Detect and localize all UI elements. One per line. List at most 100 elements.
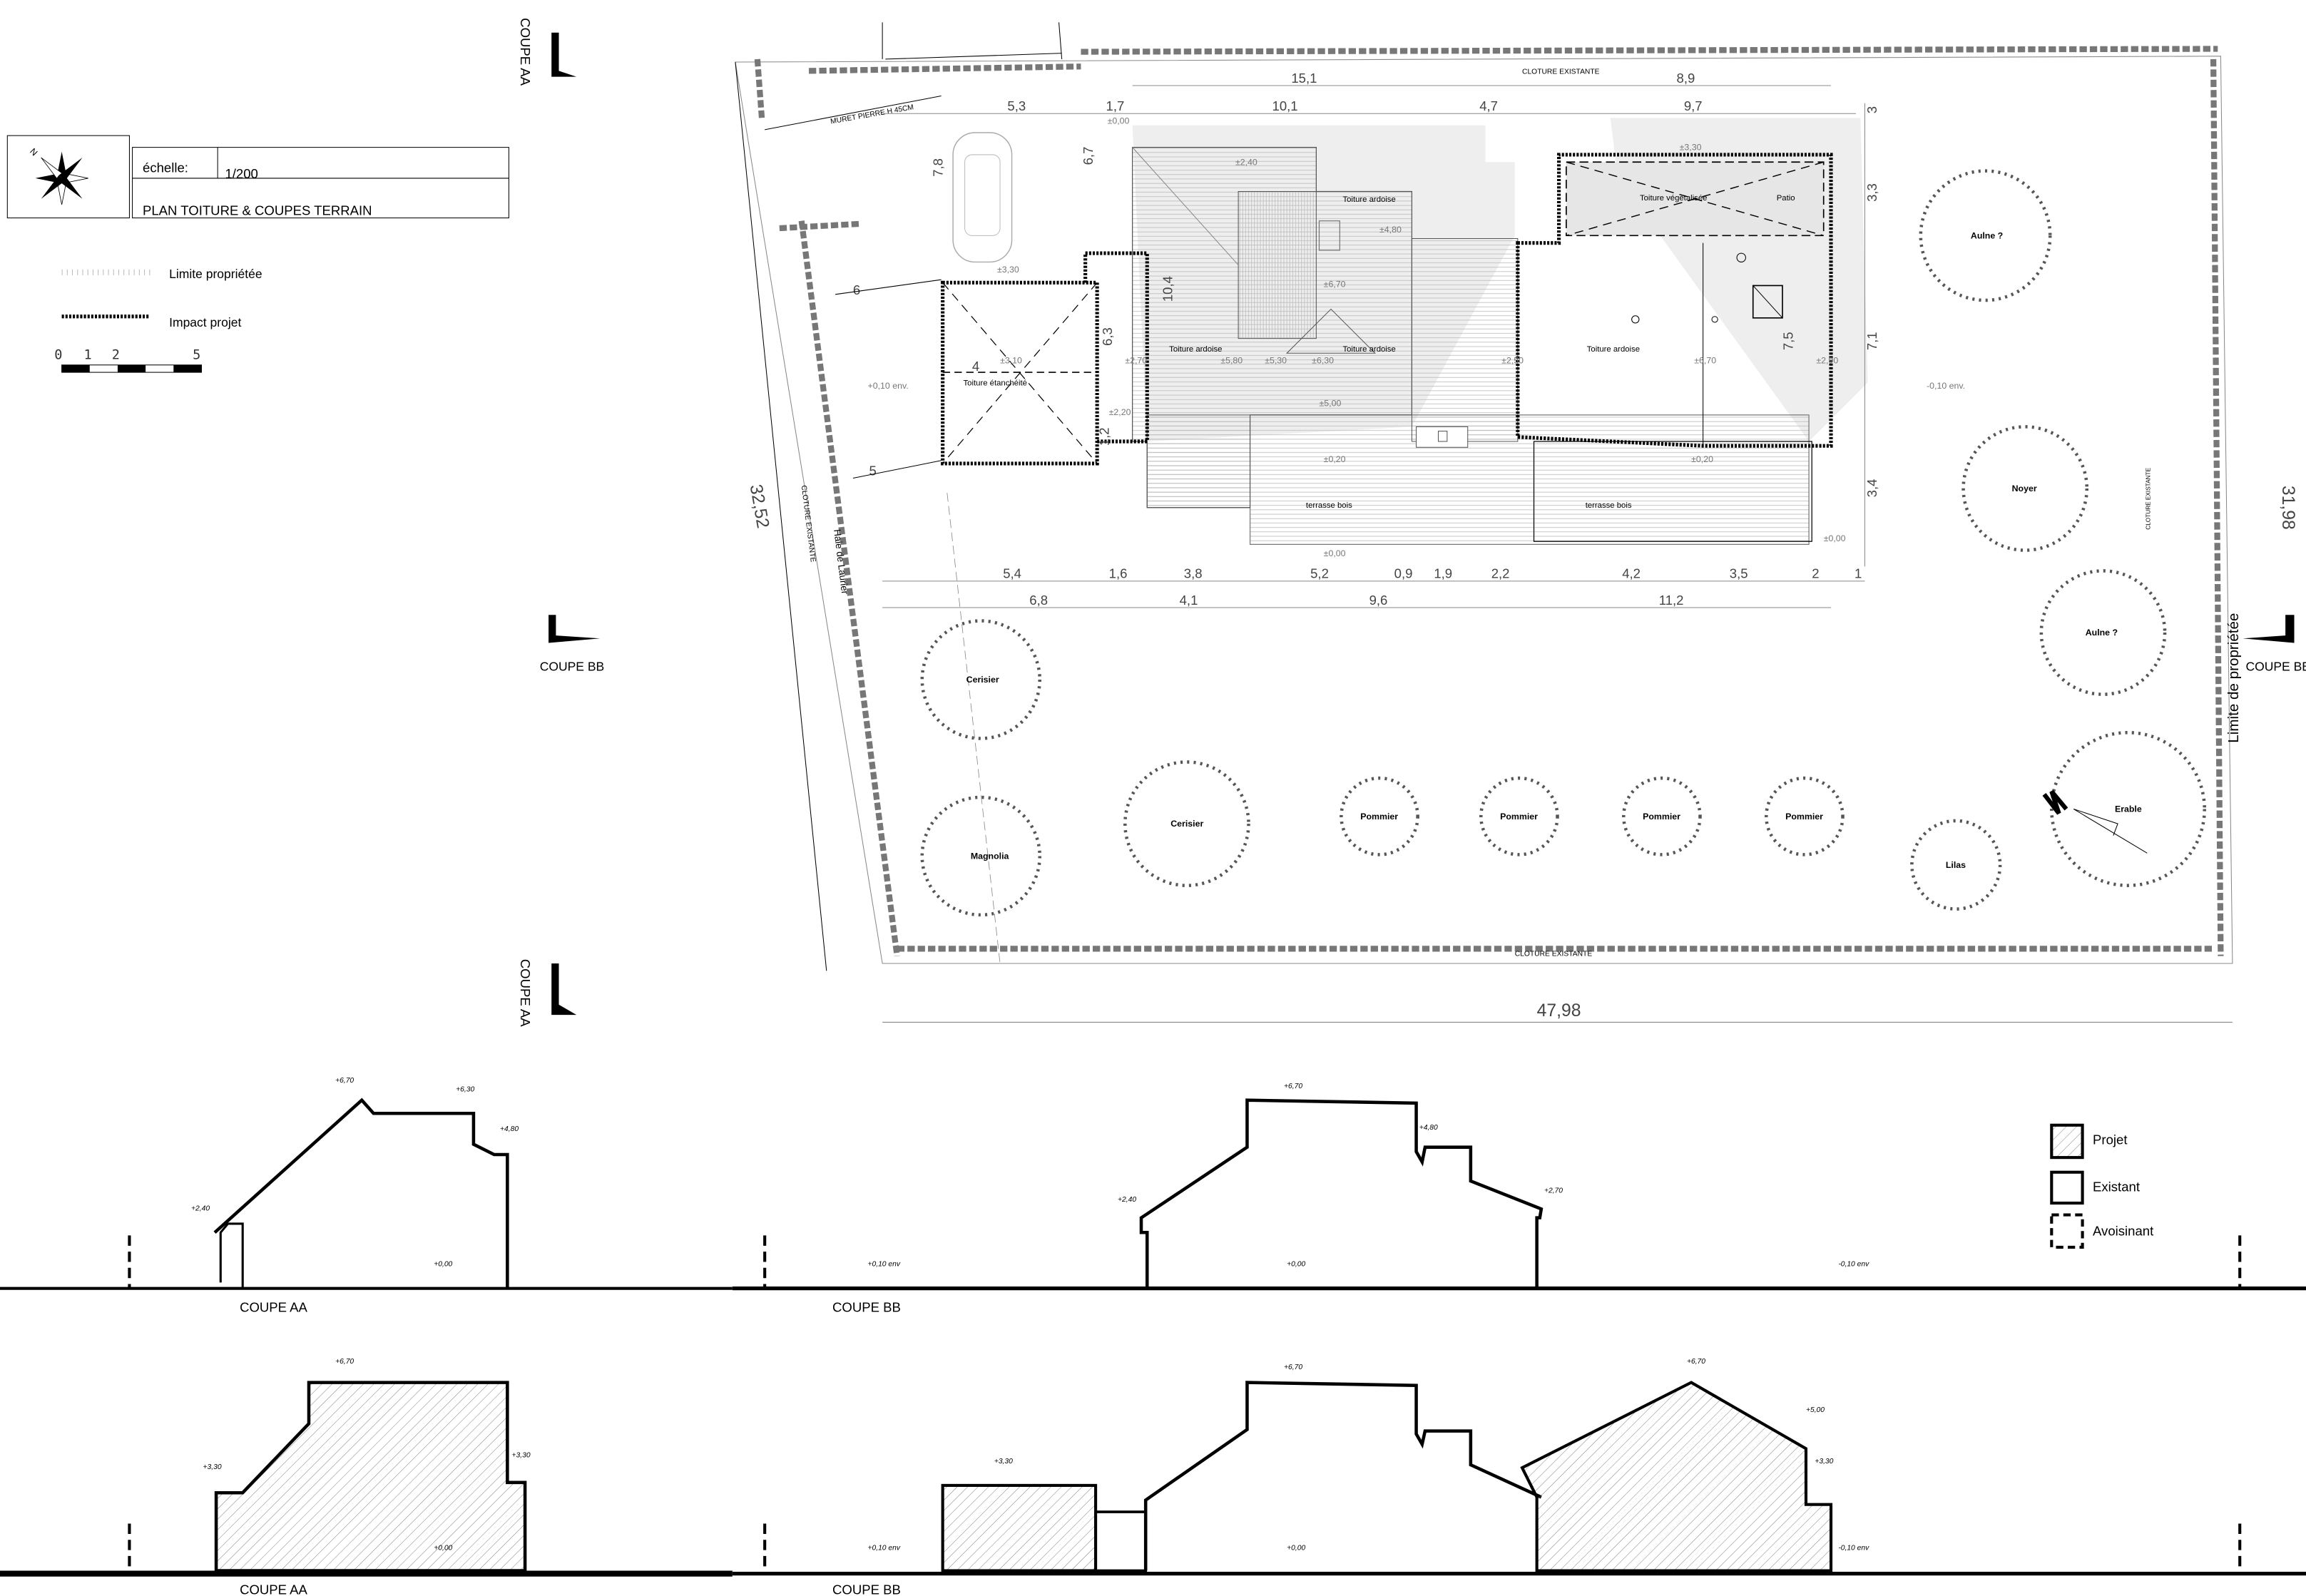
tree: Noyer (1961, 425, 2089, 552)
svg-text:6,8: 6,8 (1029, 593, 1048, 608)
svg-text:Pommier: Pommier (1785, 812, 1823, 822)
tree: Erable (2050, 730, 2206, 887)
tree: Aulne ? (1919, 169, 2052, 302)
svg-text:1: 1 (1855, 566, 1862, 581)
svg-text:±0,00: ±0,00 (1824, 533, 1846, 543)
svg-text:±2,20: ±2,20 (1109, 407, 1131, 417)
svg-text:10,4: 10,4 (1160, 276, 1175, 302)
tree: Magnolia (920, 795, 1042, 917)
svg-text:Pommier: Pommier (1500, 812, 1538, 822)
site-plan: MURET PIERRE H 45CM CLOTURE EXISTANTE CL… (735, 22, 2297, 1023)
svg-text:+6,70: +6,70 (335, 1077, 354, 1085)
svg-text:1,7: 1,7 (1106, 98, 1125, 113)
section-marker-bb-right: COUPE BB (2243, 615, 2306, 674)
roof-label: Toiture ardoise (1342, 195, 1395, 204)
svg-text:2,2: 2,2 (1491, 566, 1510, 581)
svg-text:8,9: 8,9 (1677, 71, 1695, 86)
existing-swatch (2050, 1170, 2084, 1205)
svg-text:±3,30: ±3,30 (997, 265, 1019, 275)
legend-neighbour: Avoisinant (2093, 1223, 2154, 1238)
section-marker-bb-left: COUPE BB (540, 615, 604, 674)
fence-top (1081, 46, 2218, 55)
svg-text:1,9: 1,9 (1434, 566, 1452, 581)
svg-text:±5,30: ±5,30 (1265, 356, 1287, 366)
scale-label: échelle: (143, 160, 188, 175)
svg-text:Cerisier: Cerisier (1170, 819, 1203, 829)
svg-text:+4,80: +4,80 (1419, 1124, 1438, 1132)
svg-text:COUPE AA: COUPE AA (518, 18, 533, 86)
section-legend: Projet Existant Avoisinant (2050, 1123, 2154, 1249)
existing-house-roof (1132, 147, 1519, 508)
svg-text:±5,00: ±5,00 (1319, 399, 1341, 409)
svg-text:+4,80: +4,80 (500, 1125, 519, 1133)
property-boundary (735, 56, 2233, 964)
section-aa-project: +6,70 +3,30 +3,30 +0,00 COUPE AA (0, 1358, 733, 1596)
svg-text:Lilas: Lilas (1946, 860, 1966, 870)
hedge-left (798, 220, 900, 957)
svg-text:3,3: 3,3 (1864, 183, 1879, 202)
svg-text:6: 6 (853, 282, 860, 297)
legend-property-limit: Limite propriétée (169, 267, 262, 281)
project-swatch (2050, 1123, 2084, 1160)
section-marker-aa-top: COUPE AA (518, 18, 577, 86)
svg-text:±4,80: ±4,80 (1379, 225, 1402, 235)
svg-text:Cerisier: Cerisier (966, 675, 999, 685)
svg-text:±0,20: ±0,20 (1691, 454, 1713, 464)
svg-text:10,1: 10,1 (1272, 98, 1298, 113)
neighbour-swatch (2050, 1213, 2084, 1249)
roof-label: Toiture ardoise (1587, 345, 1640, 354)
svg-text:±3,10: ±3,10 (1000, 356, 1022, 366)
section-bb-existing: +6,70 +4,80 +2,40 +2,70 +0,10 env +0,00 … (732, 1083, 2306, 1315)
svg-text:±0,00: ±0,00 (1324, 548, 1346, 558)
svg-text:4,1: 4,1 (1180, 593, 1198, 608)
terrace-label: terrasse bois (1306, 501, 1352, 510)
stone-wall (808, 63, 1081, 74)
roof-label: Toiture ardoise (1169, 345, 1222, 354)
svg-text:±0,20: ±0,20 (1324, 454, 1346, 464)
legend-project: Projet (2093, 1132, 2128, 1147)
overall-width: 47,98 (1537, 1001, 1581, 1020)
svg-text:±2,70: ±2,70 (1125, 356, 1147, 366)
svg-text:+3,30: +3,30 (1815, 1458, 1833, 1465)
svg-text:-0,10 env: -0,10 env (1838, 1261, 1869, 1269)
svg-text:7,1: 7,1 (1864, 332, 1879, 350)
tree: Pommier (1765, 776, 1845, 856)
svg-text:±2,40: ±2,40 (1235, 157, 1257, 167)
title-block: N échelle: 1/200 PLAN TOITURE & COUPES T… (6, 135, 509, 219)
svg-text:+3,30: +3,30 (203, 1463, 222, 1471)
project-extension (1516, 153, 1833, 448)
svg-text:Pommier: Pommier (1360, 812, 1398, 822)
compass-box (6, 135, 130, 219)
roof-label: Toiture ardoise (1342, 345, 1395, 354)
tree: Cerisier (1123, 760, 1250, 887)
svg-text:±2,50: ±2,50 (1501, 356, 1524, 366)
svg-text:+0,00: +0,00 (1287, 1545, 1305, 1552)
svg-text:0: 0 (54, 348, 62, 363)
section-marker-aa-bottom: COUPE AA (518, 959, 577, 1027)
plan-elevations: ±0,00 ±2,40 ±4,80 ±6,70 ±3,30 ±3,30 ±3,1… (867, 116, 1965, 558)
svg-text:+2,70: +2,70 (1544, 1187, 1563, 1195)
svg-text:5: 5 (193, 348, 200, 363)
svg-text:Magnolia: Magnolia (971, 851, 1009, 861)
tree: Cerisier (920, 619, 1042, 740)
svg-text:5,4: 5,4 (1003, 566, 1021, 581)
svg-text:+6,70: +6,70 (1687, 1358, 1705, 1366)
svg-text:Aulne ?: Aulne ? (1971, 230, 2003, 240)
svg-text:Pommier: Pommier (1643, 812, 1680, 822)
section-title: COUPE BB (832, 1582, 901, 1596)
svg-text:-0,10 env.: -0,10 env. (1927, 381, 1965, 391)
svg-text:1,6: 1,6 (1109, 566, 1128, 581)
svg-text:1: 1 (84, 348, 92, 363)
compass-north-label: N (28, 146, 39, 158)
svg-text:+3,30: +3,30 (512, 1452, 531, 1460)
svg-text:+6,70: +6,70 (1284, 1083, 1302, 1090)
svg-text:9,7: 9,7 (1684, 98, 1703, 113)
svg-text:+5,00: +5,00 (1806, 1406, 1825, 1414)
svg-text:3: 3 (1864, 106, 1879, 113)
scale-bar: 0 1 2 5 (54, 348, 202, 373)
svg-text:3,8: 3,8 (1184, 566, 1203, 581)
section-bb-project: +3,30 +6,70 +6,70 +5,00 +3,30 +0,10 env … (732, 1358, 2306, 1596)
svg-text:+0,00: +0,00 (434, 1545, 452, 1552)
svg-text:2: 2 (112, 348, 120, 363)
